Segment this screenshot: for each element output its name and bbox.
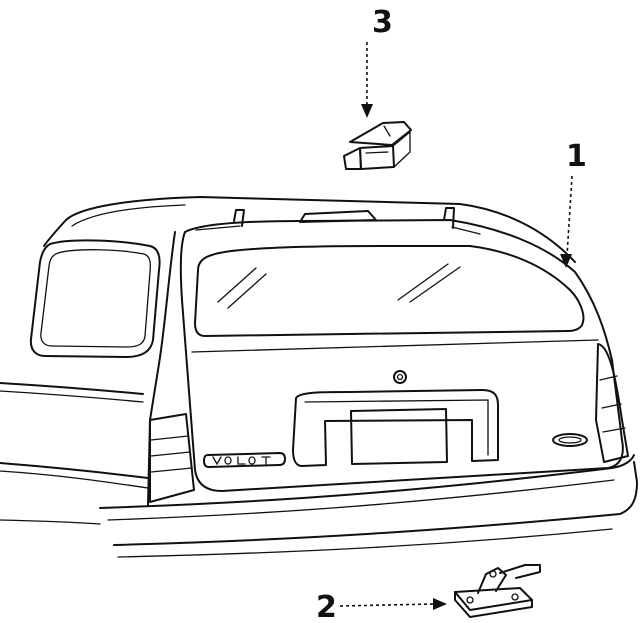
oval-emblem-inner: [558, 436, 582, 444]
bumper-bottom-line: [117, 528, 613, 558]
latch-base-thickness: [454, 591, 533, 618]
callout-2-arrowhead: [433, 598, 447, 610]
roof-left-edge: [43, 219, 67, 247]
side-trim-upper: [0, 382, 144, 395]
tail-light-left: [149, 413, 195, 503]
callout-1-arrowhead: [560, 254, 572, 268]
rear-glass: [194, 245, 585, 337]
rear-bumper: [0, 454, 638, 558]
callout-1-leader: [566, 175, 573, 257]
callout-3-arrowhead: [361, 104, 373, 118]
bumper-upper-line: [107, 479, 615, 521]
quarter-glass-inner: [40, 249, 151, 348]
callout-3-label: 3: [372, 5, 393, 40]
quarter-glass-outer: [29, 239, 161, 358]
tail-light-left-lenses: [150, 435, 193, 473]
glass-reflection-4: [409, 266, 461, 303]
bumper-top-edge: [99, 454, 635, 509]
callout-1[interactable]: 1: [560, 139, 587, 268]
part-3-bracket[interactable]: [343, 121, 412, 170]
side-rocker-line: [0, 519, 101, 525]
bracket-right-face: [392, 130, 411, 168]
model-badge: [203, 452, 286, 468]
roof-outline: [65, 196, 576, 263]
tail-lights: [149, 343, 629, 503]
part-1-liftgate[interactable]: [179, 207, 624, 492]
bracket-top-plate: [349, 121, 412, 146]
side-body-line-lower: [0, 470, 149, 489]
roof-rail-post-left: [233, 209, 245, 227]
license-plate: [350, 408, 448, 465]
callout-2-leader: [339, 603, 435, 607]
high-mount-stop-light: [299, 210, 377, 223]
callout-2-label: 2: [316, 590, 337, 623]
glass-reflection-3: [397, 263, 449, 301]
model-badge-lettering: [212, 456, 271, 466]
bracket-side-tab: [343, 147, 362, 170]
roof-inner-line: [71, 204, 186, 227]
latch-pivot: [489, 570, 497, 578]
oval-emblem: [552, 433, 588, 447]
liftgate-panel-line: [191, 339, 599, 353]
bumper-lower-edge: [113, 461, 638, 546]
lock-cylinder: [393, 370, 407, 384]
roof-rail-post-right: [443, 207, 455, 229]
callout-1-label: 1: [566, 139, 587, 174]
license-plate-recess: [292, 389, 499, 467]
latch-bolt-hole-right: [511, 593, 519, 601]
latch-hook: [477, 567, 507, 594]
callout-3[interactable]: 3: [361, 5, 393, 118]
part-2-latch[interactable]: [454, 564, 541, 618]
latch-bolt-hole-left: [466, 596, 474, 604]
liftgate-top-inner-right: [451, 226, 481, 235]
bracket-detail-line: [365, 151, 389, 154]
liftgate-top-inner-left: [195, 225, 241, 231]
liftgate-outline: [179, 219, 624, 492]
tail-light-right-lenses: [599, 375, 626, 433]
vehicle-body: [0, 196, 576, 506]
bracket-front-block: [359, 145, 395, 170]
c-pillar-line: [147, 231, 176, 506]
glass-reflection-1: [217, 267, 257, 303]
lock-keyway: [396, 373, 404, 381]
bracket-slot-line: [383, 125, 391, 137]
glass-reflection-2: [227, 273, 267, 309]
tail-light-right: [595, 343, 629, 463]
callout-2[interactable]: 2: [316, 590, 447, 623]
latch-lever: [499, 564, 541, 579]
side-trim-lower: [0, 390, 144, 403]
side-body-line-upper: [0, 462, 149, 479]
recess-inner-line: [304, 399, 489, 456]
